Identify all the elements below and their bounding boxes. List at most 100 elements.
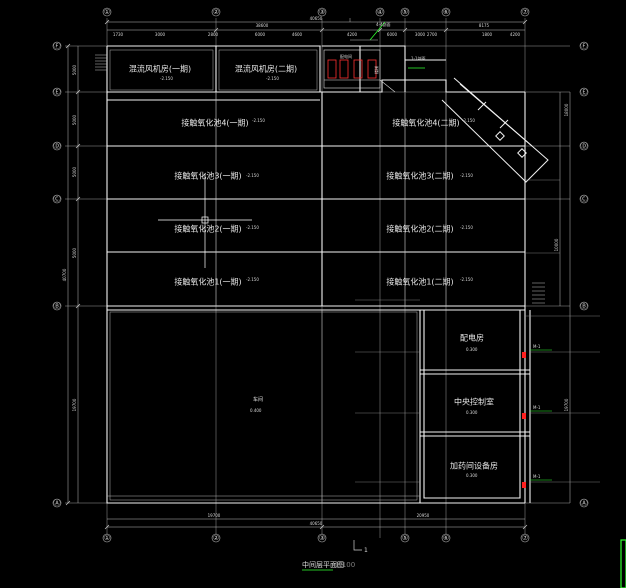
axis-label-A-right: Ⓐ [581, 499, 588, 507]
axis-label-5-top: ⑤ [402, 8, 408, 16]
room-tank4-right: 接触氧化池4(二期) [392, 118, 459, 128]
door-labels: M-1 M-1 M-1 [530, 344, 552, 481]
dim-top-d: 3000 [155, 32, 166, 37]
section-mark-top: 4-4剖面 [376, 21, 391, 27]
dim-bottom-a: 19700 [208, 513, 221, 518]
dimension-lines [67, 18, 571, 528]
axis-label-3-top: ③ [319, 8, 325, 16]
axis-label-7-top: ⑦ [522, 8, 528, 16]
equipment-box-1 [327, 59, 337, 79]
dim-top-a: 38600 [256, 23, 269, 28]
room-fan-1: 混流风机房(一期) [129, 64, 191, 74]
door-label-2: M-1 [533, 405, 541, 410]
dim-top-g: 4600 [292, 32, 303, 37]
axis-label-B-right: Ⓑ [581, 302, 588, 310]
section-mark-side: 1-1剖面 [411, 55, 426, 61]
equipment-room: 配电间 楼梯 4-4剖面 1-1剖面 [323, 21, 426, 93]
drawing-scale: 1:100 [335, 561, 355, 569]
axis-label-B-left: Ⓑ [54, 302, 61, 310]
door-label-3: M-1 [533, 474, 541, 479]
axis-grid [65, 18, 570, 538]
axis-label-E-right: Ⓔ [581, 88, 588, 96]
axis-label-C-left: Ⓒ [54, 195, 61, 203]
axis-label-D-left: Ⓓ [54, 142, 61, 150]
level-10: -2.150 [460, 277, 473, 282]
dim-left-e: 19700 [72, 398, 77, 411]
title-block: 1 中间层平面图 1:100 [302, 540, 368, 571]
dim-bottom-total: 40650 [310, 521, 323, 526]
room-tank3-left: 接触氧化池3(一期) [174, 171, 241, 181]
room-labels: 混流风机房(一期) 混流风机房(二期) 接触氧化池4(一期) 接触氧化池4(二期… [129, 64, 498, 471]
dim-top-m: 4200 [510, 32, 521, 37]
axis-label-D-right: Ⓓ [581, 142, 588, 150]
dim-top-e: 2800 [208, 32, 219, 37]
room-tank4-left: 接触氧化池4(一期) [181, 118, 248, 128]
diagonal-corridor [441, 77, 549, 183]
dim-bottom-b: 20950 [417, 513, 430, 518]
level-7: -2.150 [246, 225, 259, 230]
dim-top-l: 1800 [482, 32, 493, 37]
axis-label-A-left: Ⓐ [54, 499, 61, 507]
dim-top-f: 6000 [255, 32, 266, 37]
dim-left-a: 5000 [72, 64, 77, 75]
axis-label-6-bottom: ⑥ [443, 534, 449, 542]
walls [106, 45, 531, 504]
stair-right [532, 282, 545, 304]
cad-crosshair[interactable] [158, 174, 252, 268]
dim-top-i: 6000 [387, 32, 398, 37]
axis-label-E-left: Ⓔ [54, 88, 61, 96]
axis-label-1-bottom: ① [104, 534, 110, 542]
level-1: -2.150 [160, 76, 173, 81]
footer-mark: 1 [364, 547, 368, 554]
equipment-box-3 [353, 59, 363, 79]
dim-left-c: 5000 [72, 166, 77, 177]
axis-label-2-top: ② [213, 8, 219, 16]
dim-left-total: 40700 [62, 268, 67, 281]
level-control: 0.300 [466, 410, 478, 415]
drawing-title: 中间层平面图 [302, 560, 344, 569]
dim-right-total: 18000 [564, 103, 569, 116]
room-large-hall: 车间 [253, 396, 263, 403]
axis-label-7-bottom: ⑦ [522, 534, 528, 542]
dimension-texts: 40650 38600 8175 1730 3000 2800 6000 460… [62, 16, 569, 526]
axis-label-F-right: Ⓕ [581, 42, 588, 50]
axis-label-C-right: Ⓒ [581, 195, 588, 203]
stair-top-left [95, 54, 107, 71]
axis-labels: ① ② ③ ④ ⑤ ⑥ ⑦ ① ② ③ ⑤ ⑥ ⑦ Ⓕ Ⓔ Ⓓ Ⓒ Ⓑ Ⓐ Ⓕ … [54, 8, 588, 542]
room-central-control: 中央控制室 [454, 397, 494, 407]
door-markers [522, 352, 526, 488]
axis-label-F-left: Ⓕ [54, 42, 61, 50]
room-tank2-right: 接触氧化池2(二期) [386, 224, 453, 234]
dim-top-b: 8175 [479, 23, 490, 28]
equipment-room-label: 配电间 [340, 53, 352, 59]
level-4: -2.150 [462, 118, 475, 123]
dim-right-b: 10000 [554, 238, 559, 251]
level-electric: 0.300 [466, 347, 478, 352]
axis-label-4-top: ④ [377, 8, 383, 16]
dim-left-b: 5000 [72, 114, 77, 125]
room-electric: 配电房 [460, 333, 484, 343]
axis-label-1-top: ① [104, 8, 110, 16]
axis-label-3-bottom: ③ [319, 534, 325, 542]
dim-right-a: 19700 [564, 398, 569, 411]
dim-top-total: 40650 [310, 16, 323, 21]
room-tank1-right: 接触氧化池1(二期) [386, 277, 453, 287]
level-2: -2.150 [266, 76, 279, 81]
level-8: -2.150 [460, 225, 473, 230]
level-9: -2.150 [246, 277, 259, 282]
viewport-corner-marker [620, 539, 626, 588]
room-tank1-left: 接触氧化池1(一期) [174, 277, 241, 287]
dim-top-j: 3000 [415, 32, 426, 37]
dim-top-k: 2700 [427, 32, 438, 37]
dim-top-c: 1730 [113, 32, 124, 37]
equipment-box-4 [367, 59, 377, 79]
axis-label-2-bottom: ② [213, 534, 219, 542]
level-marks: -2.150 -2.150 -2.150 -2.150 -2.150 -2.15… [160, 76, 478, 478]
level-dosing: 0.300 [466, 473, 478, 478]
room-fan-2: 混流风机房(二期) [235, 64, 297, 74]
equipment-box-2 [339, 59, 349, 79]
stair-label: 楼梯 [373, 66, 379, 74]
room-tank2-left: 接触氧化池2(一期) [174, 224, 241, 234]
inner-walls [107, 49, 447, 503]
room-dosing: 加药间设备房 [450, 461, 498, 471]
